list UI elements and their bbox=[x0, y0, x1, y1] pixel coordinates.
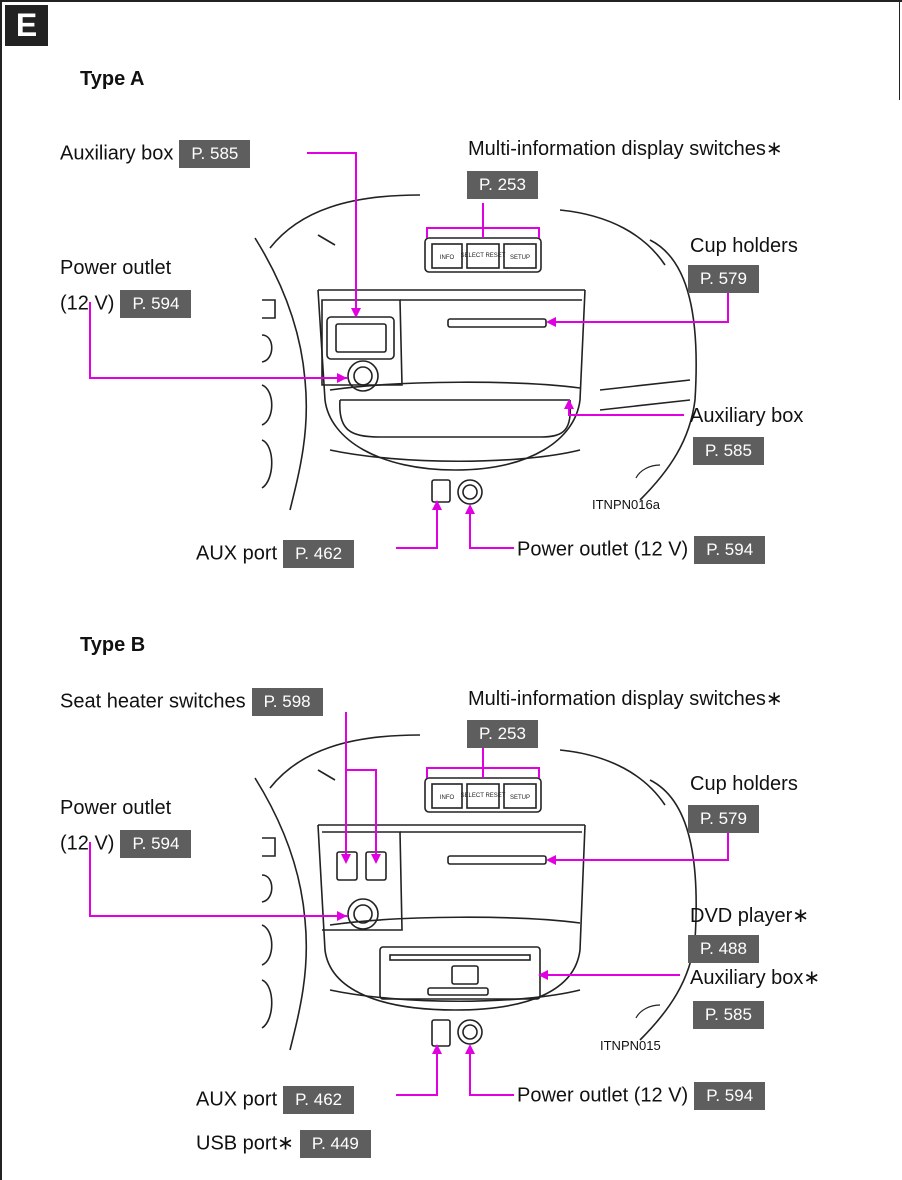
page-ref-badge: P. 449 bbox=[299, 1130, 371, 1158]
page-ref-badge: P. 253 bbox=[467, 171, 538, 199]
auxiliary-box-label: Auxiliary box∗ bbox=[690, 967, 821, 989]
page-ref-badge: P. 585 bbox=[179, 140, 251, 168]
type-a-callout-lines bbox=[89, 152, 729, 549]
page-ref-badge: P. 462 bbox=[283, 1086, 355, 1114]
setup-button-label: SETUP bbox=[510, 795, 530, 801]
dvd-player-label: DVD player∗ bbox=[690, 905, 810, 927]
select-reset-button-label: SELECT RESET bbox=[461, 253, 506, 259]
page-ref-badge: P. 594 bbox=[694, 536, 766, 564]
page-ref-badge: P. 462 bbox=[283, 540, 355, 568]
page-ref-badge: P. 594 bbox=[120, 830, 192, 858]
mid-switches-label: Multi-information display switches∗ bbox=[468, 138, 783, 160]
mid-switches-label: Multi-information display switches∗ bbox=[468, 688, 783, 710]
page-ref-badge: P. 598 bbox=[251, 688, 323, 716]
page-right-border bbox=[899, 0, 900, 100]
type-b-arrowheads bbox=[337, 854, 556, 1054]
page-ref-badge: P. 594 bbox=[694, 1082, 766, 1110]
power-outlet-voltage: (12 V)P. 594 bbox=[60, 830, 192, 858]
page-ref-badge: P. 594 bbox=[120, 290, 192, 318]
page-ref-badge: P. 579 bbox=[688, 805, 759, 833]
power-outlet-bottom-label: Power outlet (12 V)P. 594 bbox=[517, 536, 766, 564]
power-outlet-bottom-label: Power outlet (12 V)P. 594 bbox=[517, 1082, 766, 1110]
auxiliary-box-right-label: Auxiliary box bbox=[690, 405, 804, 427]
type-b-heading: Type B bbox=[80, 634, 146, 656]
page-left-border bbox=[0, 0, 2, 1180]
page-ref-badge: P. 585 bbox=[693, 437, 764, 465]
section-badge: E bbox=[5, 5, 48, 46]
power-outlet-label: Power outlet bbox=[60, 257, 172, 279]
page-ref-badge: P. 253 bbox=[467, 720, 538, 748]
type-b-callout-lines bbox=[89, 712, 729, 1096]
usb-port-label: USB port∗P. 449 bbox=[196, 1130, 371, 1158]
info-button-label: INFO bbox=[440, 255, 455, 261]
setup-button-label: SETUP bbox=[510, 255, 530, 261]
page-ref-badge: P. 585 bbox=[693, 1001, 764, 1029]
page-ref-badge: P. 579 bbox=[688, 265, 759, 293]
select-reset-button-label: SELECT RESET bbox=[461, 793, 506, 799]
cup-holders-label: Cup holders bbox=[690, 773, 798, 795]
type-b-switch-labels: INFO SELECT RESET SETUP bbox=[440, 793, 530, 801]
info-button-label: INFO bbox=[440, 795, 455, 801]
power-outlet-voltage: (12 V)P. 594 bbox=[60, 290, 192, 318]
type-a-arrowheads bbox=[337, 308, 574, 514]
type-b-console-drawing bbox=[254, 734, 697, 1051]
type-a-console-drawing bbox=[254, 194, 697, 511]
page-top-border bbox=[0, 0, 902, 2]
illustration-code: ITNPN016a bbox=[592, 497, 660, 512]
page-ref-badge: P. 488 bbox=[688, 935, 759, 963]
type-a-switch-labels: INFO SELECT RESET SETUP bbox=[440, 253, 530, 261]
type-a-heading: Type A bbox=[80, 68, 145, 90]
illustration-code: ITNPN015 bbox=[600, 1038, 661, 1053]
power-outlet-label: Power outlet bbox=[60, 797, 172, 819]
cup-holders-label: Cup holders bbox=[690, 235, 798, 257]
